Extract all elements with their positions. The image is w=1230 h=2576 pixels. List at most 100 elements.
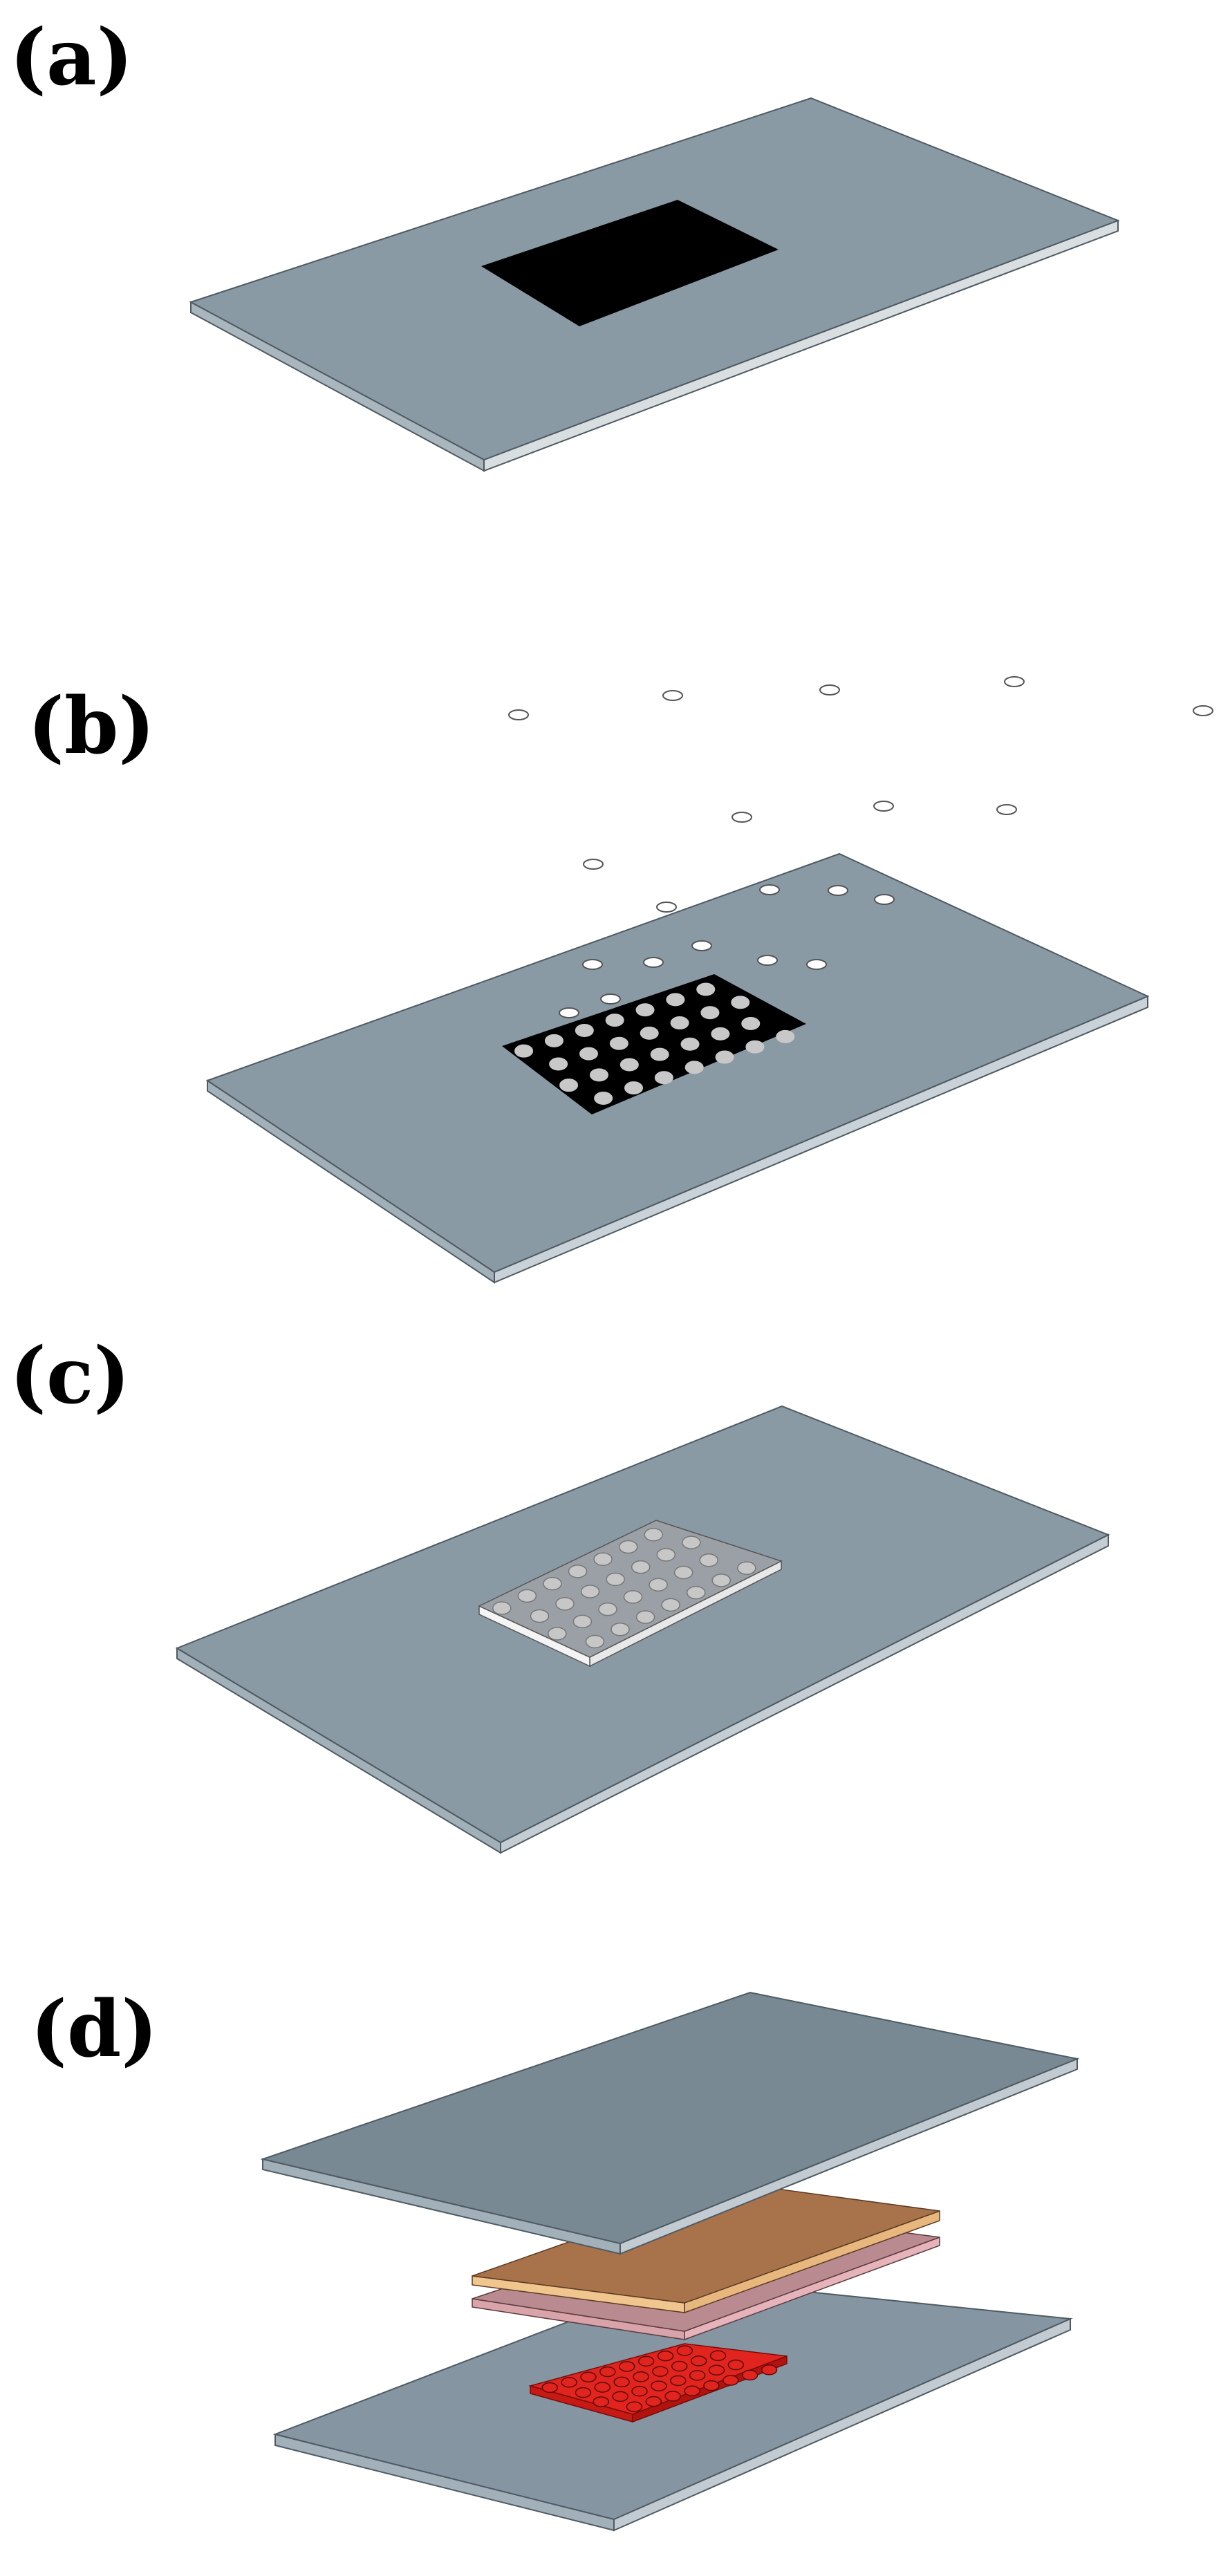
mask-hole [544,1034,563,1047]
red-layer-hole [652,2366,669,2377]
falling-particle [819,684,840,696]
red-layer-hole [689,2370,706,2381]
film-hole [585,1634,605,1649]
film-hole [699,1553,718,1567]
falling-particle [643,957,664,968]
black-mask-with-holes [502,974,806,1114]
film-hole [649,1578,668,1592]
red-layer-hole [708,2364,725,2376]
film-hole [737,1561,756,1575]
panel-label-d: (d) [30,1984,158,2075]
mask-hole [696,982,716,996]
red-layer-hole [637,2355,655,2367]
film-hole [686,1585,706,1600]
mask-hole [776,1029,795,1043]
film-hole [572,1614,593,1629]
falling-particle [559,1007,579,1018]
film-hole [711,1574,732,1587]
mask-hole [589,1068,608,1082]
mask-hole [650,1047,669,1061]
red-layer-hole [580,2371,597,2382]
falling-particle [828,885,848,896]
film-hole [543,1576,562,1591]
red-layer-hole [670,2375,687,2387]
film-hole [530,1609,550,1623]
falling-particle [759,884,780,895]
film-hole [623,1590,643,1604]
panel-c [175,1405,1110,1854]
red-layer-hole [703,2380,720,2391]
panel-label-a: (a) [10,12,133,103]
red-layer-hole [761,2364,778,2376]
film-hole [661,1598,680,1612]
mask-hole [605,1014,624,1027]
film-hole [631,1560,651,1574]
film-hole [656,1548,676,1562]
film-hole [682,1536,701,1549]
red-layer-hole [709,2350,727,2362]
film-hole [555,1597,575,1611]
falling-particle [732,812,752,823]
mask-hole [609,1036,628,1050]
film-hole [593,1552,613,1566]
red-layer-hole [676,2345,693,2356]
red-layer-hole [690,2355,707,2367]
falling-particle [691,940,712,951]
mask-hole [549,1057,568,1071]
red-layer-hole [645,2396,662,2407]
mask-hole [680,1037,700,1051]
panel-label-c: (c) [10,1331,131,1421]
red-layer-hole [561,2377,577,2388]
falling-particle [996,804,1017,815]
mask-hole [635,1003,655,1017]
mask-holes [514,982,795,1105]
falling-particle [508,709,529,720]
mask-hole [594,1091,613,1105]
mask-hole [514,1044,534,1058]
film-hole [618,1540,638,1554]
mask-hole [640,1026,659,1040]
red-layer-hole [633,2371,649,2382]
panel-label-b: (b) [28,681,156,772]
falling-particle [806,959,827,970]
red-layer-hole [612,2391,628,2402]
film-hole [568,1565,588,1578]
mask-hole [579,1047,598,1061]
film-hole [517,1589,537,1603]
red-layer-hole [684,2385,700,2397]
red-layer-hole [594,2382,611,2393]
red-layer-hole [541,2382,559,2393]
film-hole [598,1602,617,1616]
falling-particle [1193,705,1213,716]
mask-hole [670,1016,689,1030]
falling-particles [508,676,1213,1018]
falling-particle [873,801,894,812]
mask-hole [559,1079,579,1092]
red-layer-hole [631,2385,648,2397]
mask-hole [654,1071,673,1085]
falling-particle [874,894,895,905]
falling-particle [656,902,677,913]
film-hole [492,1601,512,1615]
mask-hole [619,1058,639,1072]
panel-b [205,676,1213,1284]
red-layer-hole [613,2376,630,2388]
mask-hole [715,1050,734,1064]
mask-hole [624,1081,643,1095]
film-hole [644,1528,663,1542]
red-layer-holes [541,2345,778,2412]
panel-a [189,97,1120,472]
red-layer-hole [723,2375,739,2386]
film-hole [611,1623,630,1636]
film-hole [673,1565,693,1580]
falling-particle [583,859,604,870]
falling-particle [1004,676,1025,687]
red-layer-hole [626,2401,643,2412]
mask-hole [684,1061,704,1074]
mask-hole [666,993,685,1007]
falling-particle [600,993,621,1005]
red-layer-hole [671,2360,688,2372]
mask-hole [745,1040,765,1054]
falling-particle [757,955,778,966]
